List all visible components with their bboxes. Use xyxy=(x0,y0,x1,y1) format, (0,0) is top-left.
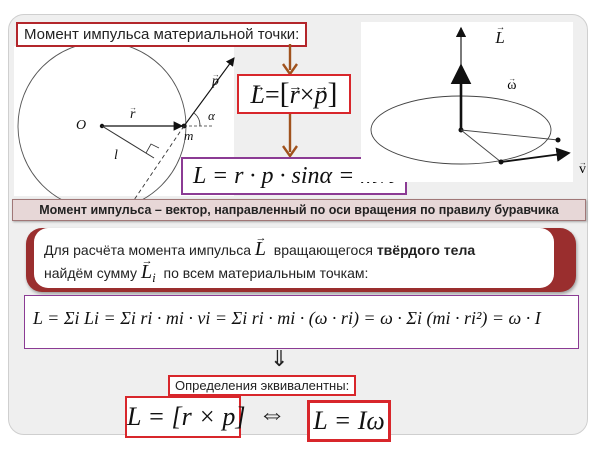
equivalence-right-formula: L = Iω xyxy=(307,400,391,442)
sum-formula-text: L = Σi Li = Σi ri · mi · vi = Σi ri · mi… xyxy=(33,308,541,328)
label-origin: O xyxy=(76,118,87,133)
rotating-body-diagram xyxy=(370,26,571,165)
bracket-right: ] xyxy=(327,77,338,110)
equivalence-left-formula: L = [r × p] xyxy=(125,396,245,438)
symbol-p: p xyxy=(314,77,327,113)
label-angular-momentum: L xyxy=(495,28,504,48)
equals: = xyxy=(265,80,280,109)
equivalence-arrow-icon: ⇔ xyxy=(258,398,286,429)
symbol-L: L xyxy=(255,238,266,261)
equivalence-label: Определения эквивалентны: xyxy=(168,375,357,396)
times: × xyxy=(299,80,315,109)
symbol-Li: L xyxy=(141,261,152,284)
callout-text: Для расчёта момента импульса xyxy=(44,242,251,258)
symbol-L: L xyxy=(251,77,265,113)
label-arm: l xyxy=(114,148,118,163)
sum-formula: L = Σi Li = Σi ri · mi · vi = Σi ri · mi… xyxy=(24,295,579,349)
label-velocity: v xyxy=(579,162,586,178)
callout-text: найдём сумму xyxy=(44,265,138,281)
label-radius-vector: r xyxy=(130,107,135,123)
right-diagram-panel xyxy=(361,22,573,182)
callout-box: Для расчёта момента импульса L вращающег… xyxy=(34,228,554,288)
subscript-i: i xyxy=(152,269,156,285)
label-angle: α xyxy=(208,108,215,123)
label-mass: m xyxy=(184,128,194,143)
callout-line-1: Для расчёта момента импульса L вращающег… xyxy=(44,238,475,261)
cross-product-formula: L=[r×p] xyxy=(237,74,351,114)
callout-line-2: найдём сумму Li по всем материальным точ… xyxy=(44,261,368,286)
bracket-left: [ xyxy=(279,77,290,110)
section-title: Момент импульса материальной точки: xyxy=(16,22,308,47)
rule-banner: Момент импульса – вектор, направленный п… xyxy=(12,199,586,221)
symbol-r: r xyxy=(290,77,300,113)
callout-bold-text: твёрдого тела xyxy=(376,242,476,258)
callout-text: по всем материальным точкам: xyxy=(163,265,369,281)
callout-text: вращающегося xyxy=(273,242,373,258)
label-angular-velocity: ω xyxy=(507,78,516,94)
circle-point-diagram xyxy=(17,41,235,200)
implies-arrow-icon: ⇓ xyxy=(270,346,289,371)
label-momentum-vector: p xyxy=(212,74,219,90)
